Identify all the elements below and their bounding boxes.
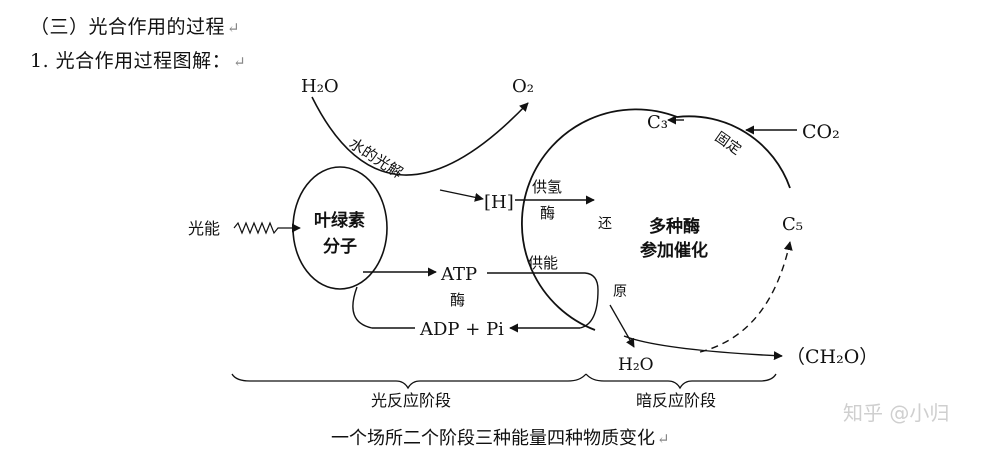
light-stage-brace — [231, 373, 587, 390]
atp-enzyme-label: 酶 — [450, 291, 465, 309]
light-stage-label: 光反应阶段 — [371, 391, 451, 410]
light-energy-label: 光能 — [188, 219, 220, 238]
supply-energy-line — [487, 272, 599, 329]
chlorophyll-label-line1: 叶绿素 — [314, 210, 365, 231]
water-photolysis-label: 水的光解 — [346, 134, 406, 182]
dark-stage-label: 暗反应阶段 — [636, 391, 716, 410]
c5-label: C₅ — [782, 214, 803, 235]
return-mark: ↵ — [657, 430, 670, 448]
reduction-label-1: 还 — [598, 216, 612, 232]
atp-loop — [352, 286, 415, 329]
return-mark: ↵ — [227, 19, 241, 37]
regeneration-dashed-arc — [699, 241, 793, 353]
reduction-label-2: 原 — [613, 284, 627, 300]
c3-label: C₃ — [647, 112, 668, 133]
supply-h-enzyme-label: 酶 — [540, 204, 555, 222]
h2o-top-label: H₂O — [301, 76, 339, 97]
calvin-cycle-circle — [521, 108, 791, 331]
to-h2o-bottom-arrow — [609, 304, 635, 348]
ch2o-label: （CH₂O） — [786, 346, 878, 368]
atp-label: ATP — [440, 264, 477, 285]
co2-label: CO₂ — [802, 121, 840, 143]
adp-pi-label: ADP + Pi — [419, 319, 504, 340]
h-label: [H] — [484, 192, 514, 213]
return-mark: ↵ — [233, 53, 247, 71]
supply-h-label: 供氢 — [532, 178, 562, 196]
zhihu-watermark: 知乎 @小归 — [843, 401, 950, 425]
multi-enzyme-label-1: 多种酶 — [649, 216, 700, 237]
diagram-caption: 一个场所二个阶段三种能量四种物质变化↵ — [331, 428, 670, 449]
to-h-arrow — [439, 189, 484, 202]
section-heading: （三）光合作用的过程↵ — [30, 16, 241, 38]
dark-stage-brace — [585, 373, 777, 390]
subsection-heading: 1. 光合作用过程图解：↵ — [30, 50, 247, 72]
o2-label: O₂ — [512, 76, 534, 97]
multi-enzyme-label-2: 参加催化 — [640, 240, 708, 261]
photolysis-arc — [311, 96, 529, 176]
supply-energy-label: 供能 — [528, 254, 558, 272]
fixation-label-1: 固定 — [712, 129, 744, 158]
h2o-bottom-label: H₂O — [618, 355, 654, 375]
to-ch2o-arrow — [623, 335, 783, 361]
chlorophyll-label-line2: 分子 — [323, 237, 357, 257]
light-energy-wave — [233, 221, 301, 235]
